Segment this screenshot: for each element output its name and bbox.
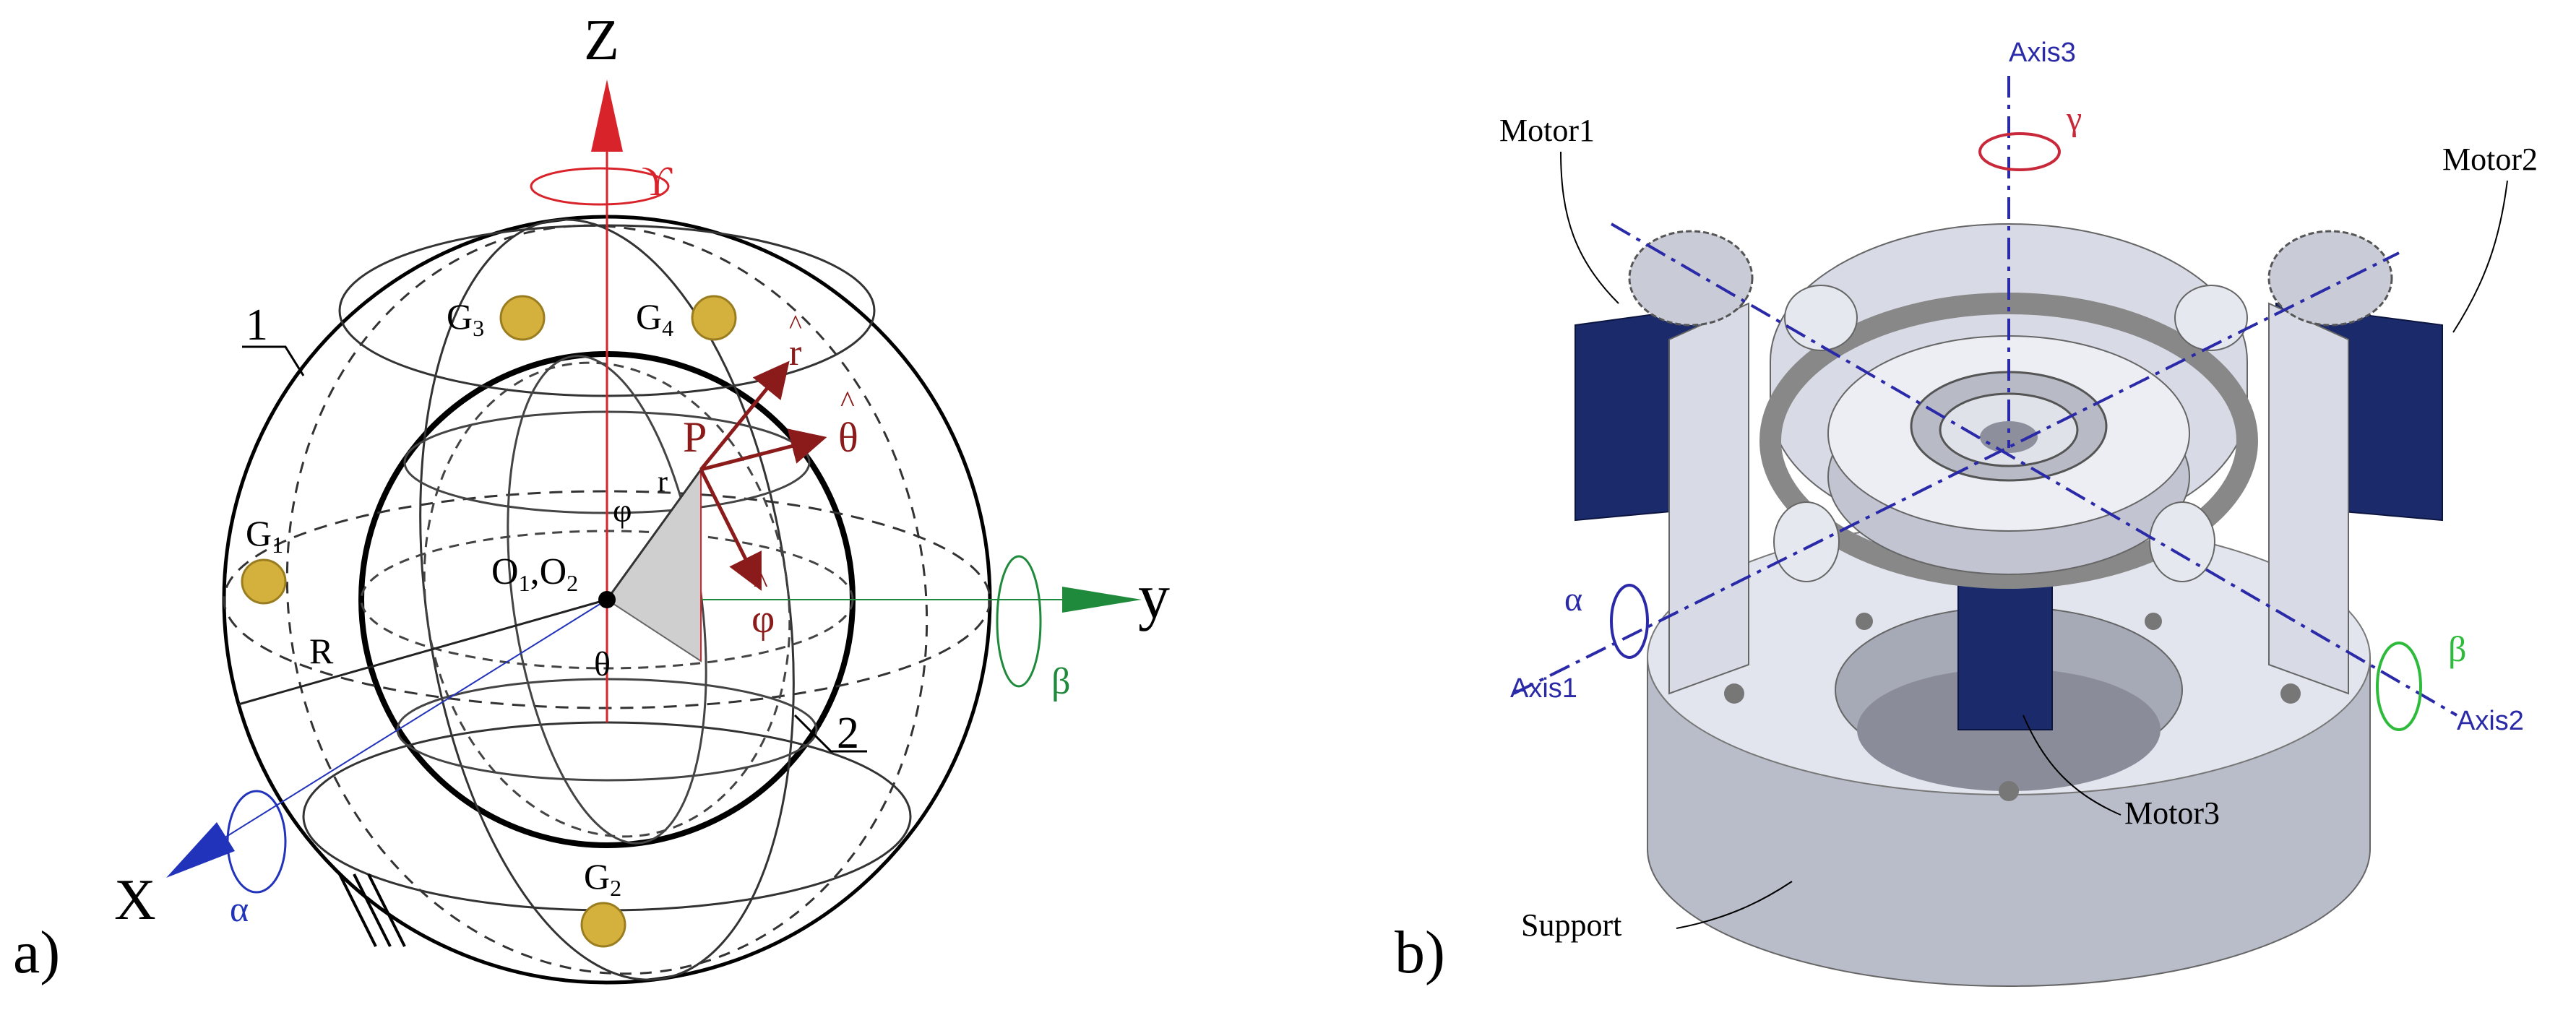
gamma-label: γ [2066,100,2082,138]
right-plate [2268,302,2349,695]
motor1-leader [1560,151,1619,304]
inner-radius-label: r [658,465,668,498]
x-axis-line [223,599,608,839]
g-point-3-label: G3 [447,296,484,341]
axis2-label: Axis2 [2457,706,2524,736]
centers-label: O1,O2 [491,551,578,596]
gear-left [1628,230,1754,327]
z-rotation-label: ϒ [642,157,673,204]
unit-vector-r [699,361,790,471]
alpha-label: α [1564,580,1582,618]
azimuth-angle-label: θ [594,645,611,683]
g-point-3 [499,295,546,341]
axis2-line [1610,223,2458,717]
hat-phi: ^ [754,566,768,600]
beta-label: β [2448,629,2466,669]
motor3-leader [2023,715,2121,816]
pivot-left-back [1784,285,1858,351]
gamma-rotation-arrow [1978,132,2061,171]
bolt-hole-5 [2145,613,2162,630]
unit-vector-theta [700,428,827,472]
axis1-line [1513,251,2400,695]
unit-vector-r-label: r [789,332,801,374]
x-axis-arrow [166,822,235,878]
axis1-label: Axis1 [1510,673,1577,704]
beta-rotation-arrow [2376,642,2422,731]
g-point-4 [691,295,737,341]
z-axis-arrow [591,79,623,152]
callout-2-label: 2 [837,709,859,758]
z-axis-label: Z [584,9,619,72]
z-rotation-arrow [530,167,670,206]
bolt-hole-4 [1856,613,1873,630]
pivot-left-front [1773,501,1840,582]
center-point [598,591,616,608]
hat-r: ^ [789,310,802,340]
unit-vector-phi [699,468,762,591]
outer-radius-label: R [309,631,334,671]
callout-2-leader [793,714,867,753]
gear-right [2267,230,2393,327]
panel-b: Axis3 Axis1 Axis2 γ α β Motor1 Motor2 Mo… [1499,38,2538,987]
axis3-label: Axis3 [2009,38,2076,68]
motor3-label: Motor3 [2124,795,2220,831]
pivot-right-front [2149,501,2215,582]
hat-theta: ^ [840,386,855,419]
alpha-rotation-arrow [1610,584,1649,659]
y-axis-label: y [1138,562,1170,632]
pivot-right-back [2174,285,2248,351]
bolt-hole-1 [1724,683,1744,704]
motor2-label: Motor2 [2442,142,2538,177]
x-rotation-arrow [226,790,287,894]
motor1-label: Motor1 [1499,113,1595,148]
bearing-bore [1980,421,2038,453]
g-point-4-label: G4 [636,296,673,341]
unit-vector-phi-label: φ [751,597,775,642]
g-point-1-label: G1 [246,513,283,558]
polar-angle-label: φ [613,492,632,529]
bolt-hole-3 [1999,781,2019,801]
g-point-1 [241,558,287,605]
point-p-label: P [683,413,707,461]
callout-1-leader [242,345,305,376]
g-point-2 [580,902,626,948]
motor3-body [1957,570,2053,730]
unit-vector-theta-label: θ [838,414,858,461]
ground-hatch [338,873,406,947]
callout-1-label: 1 [246,301,268,350]
y-rotation-arrow [996,555,1042,688]
gimbal-ring [1759,293,2258,589]
x-rotation-label: α [230,889,249,929]
bolt-hole-2 [2280,683,2301,704]
g-point-2-label: G2 [584,856,621,901]
y-axis-arrow [1062,587,1142,613]
left-plate [1668,302,1749,695]
x-axis-label: X [114,868,156,932]
y-rotation-label: β [1051,661,1070,702]
outer-radius-line [238,598,608,706]
motor2-leader [2452,180,2508,333]
panel-a: Z ϒ y β X α R r O1,O2 φ θ P r θ φ ^ [114,9,1170,985]
panel-a-label: a) [13,919,61,986]
radius-r-line [606,469,702,600]
support-label: Support [1521,907,1621,943]
support-leader [1676,881,1793,929]
panel-b-label: b) [1395,919,1445,986]
